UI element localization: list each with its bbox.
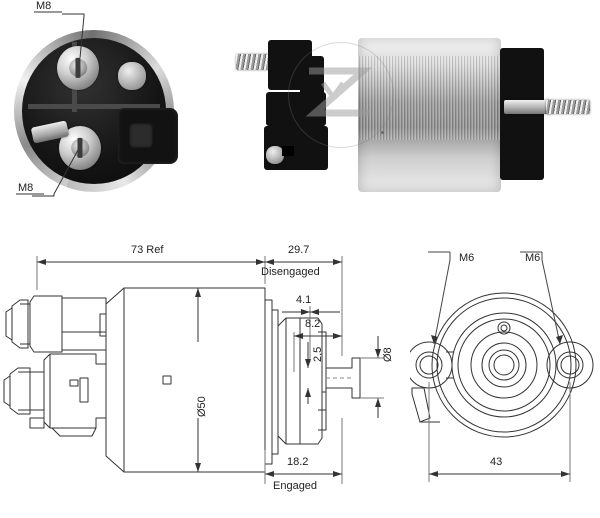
- side-thread-left: [236, 54, 272, 70]
- dim-label-2-5: 2,5: [312, 346, 324, 362]
- note-engaged: Engaged: [273, 480, 318, 492]
- brand-watermark-ring: [288, 42, 394, 148]
- note-disengaged: Disengaged: [261, 266, 320, 278]
- product-photo-band: M8 M8: [0, 0, 600, 232]
- m6-label-right: M6: [525, 252, 541, 264]
- side-elevation-drawing: [3, 256, 384, 484]
- wire-connector-plug: [118, 108, 178, 164]
- side-rear-housing: [500, 48, 544, 180]
- dim-label-43: 43: [490, 456, 503, 468]
- retaining-nut-upper: [118, 62, 146, 90]
- dim-label-dia-8: Ø8: [382, 347, 394, 362]
- plunger-collar: [504, 100, 552, 114]
- side-slot-lower: [282, 146, 294, 156]
- end-elevation-drawing: [410, 251, 594, 482]
- terminal-stud-upper: [57, 46, 99, 90]
- m8-label-top: M8: [36, 0, 52, 12]
- dim-label-29-7: 29.7: [288, 244, 310, 256]
- stud-slot-upper: [75, 57, 81, 79]
- connector-cavity: [128, 122, 153, 149]
- side-thread-right: [546, 100, 590, 114]
- engineering-drawing-band: 73 Ref 29.7 Disengaged 4.1 8.2 2,5 Ø8 Ø5…: [0, 232, 600, 518]
- dim-label-18-2: 18.2: [287, 456, 309, 468]
- m6-label-left: M6: [459, 252, 475, 264]
- m8-label-bottom: M8: [18, 182, 34, 194]
- brand-watermark-zm: [305, 67, 373, 117]
- can-rivet: [381, 131, 384, 134]
- dim-label-4-1: 4.1: [296, 294, 312, 306]
- face-rib-horizontal: [28, 104, 160, 109]
- dim-label-73-ref: 73 Ref: [131, 244, 164, 256]
- dim-label-dia-50: Ø50: [196, 396, 208, 417]
- dim-label-8-2: 8.2: [305, 318, 321, 330]
- side-nut-lower: [266, 146, 284, 164]
- m8-leader-lines: [16, 11, 85, 197]
- stud-slot-lower: [77, 137, 83, 159]
